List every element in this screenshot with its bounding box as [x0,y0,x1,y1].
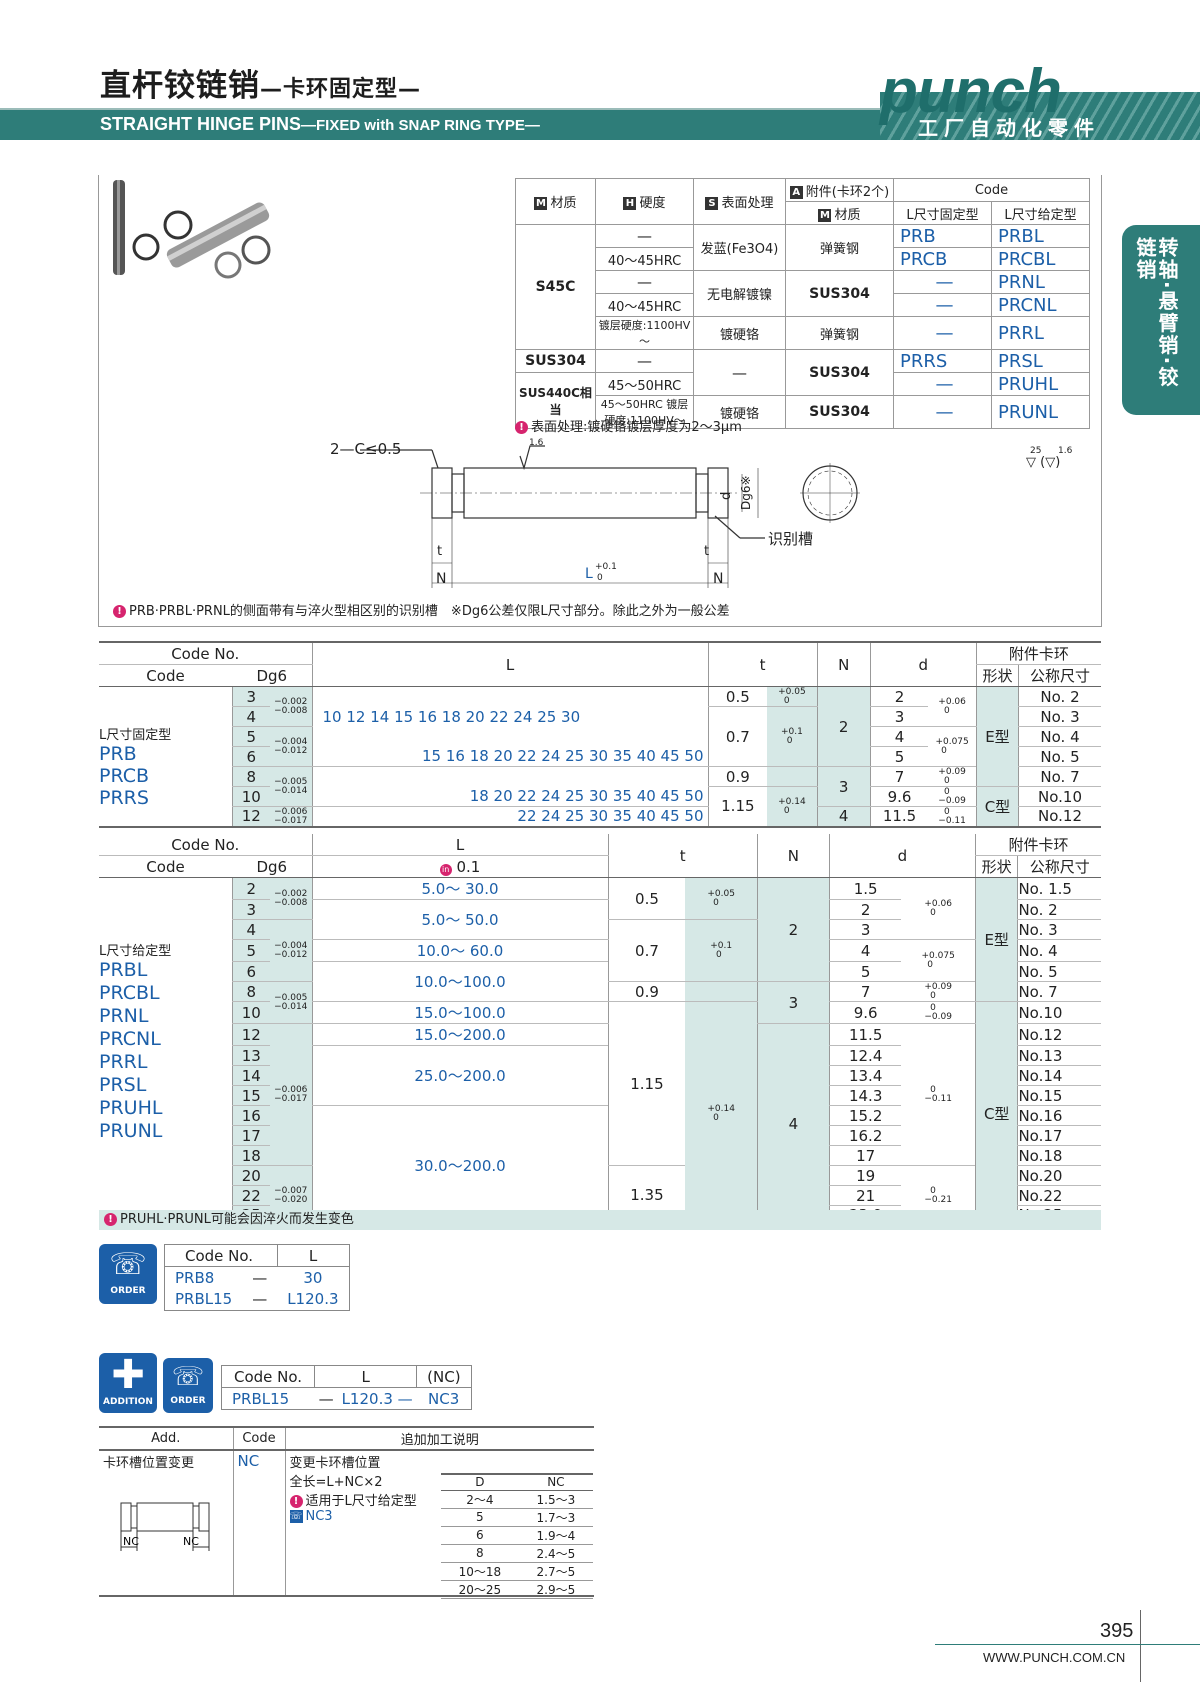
pin-drawing: 2—C≤0.5 1.6 d Dg6※ 识别槽 t t N N L +0.1 0 … [330,438,1073,588]
svg-text:1.6: 1.6 [1058,446,1073,456]
svg-text:▽ (▽): ▽ (▽) [1026,455,1060,470]
code-PRUNL[interactable]: PRUNL [991,395,1090,429]
order-icon-2: ☏ORDER [163,1358,213,1413]
svg-text:N: N [436,571,446,587]
product-photo [113,180,271,279]
code-PRB[interactable]: PRB [893,224,992,248]
svg-text:t: t [704,544,709,559]
fixed-length-table: Code No. L t N d 附件卡环 Code Dg6 形状 公称尺寸 L… [99,641,1101,828]
code-PRBL[interactable]: PRBL [991,224,1090,248]
english-title: STRAIGHT HINGE PINS—FIXED with SNAP RING… [100,114,540,134]
code-PRCNL[interactable]: PRCNL [991,293,1090,317]
code-PRCBL[interactable]: PRCBL [991,247,1090,271]
footer-url[interactable]: WWW.PUNCH.COM.CN [983,1650,1126,1665]
punch-logo: punch [880,57,1062,126]
svg-text:t: t [437,544,442,559]
addition-example: Code No.L(NC) PRBL15—L120.3 —NC3 [220,1365,472,1410]
side-tab[interactable]: 转轴·悬臂销·铰链销 [1122,225,1200,415]
svg-text:2—C≤0.5: 2—C≤0.5 [330,440,401,458]
surface-note: !表面处理:镀硬铬镀层厚度为2～3μm [515,416,742,435]
svg-text:识别槽: 识别槽 [768,530,813,548]
svg-text:Dg6※: Dg6※ [739,475,753,510]
drawing-note: !PRB·PRBL·PRNL的侧面带有与淬火型相区别的识别槽 ※Dg6公差仅限L… [113,600,730,619]
svg-text:N: N [713,571,723,587]
code-PRSL[interactable]: PRSL [991,349,1090,373]
code-PRUHL[interactable]: PRUHL [991,372,1090,396]
t2-note: !PRUHL·PRUNL可能会因淬火而发生变色 [99,1210,1101,1230]
code-PRNL[interactable]: PRNL [991,270,1090,294]
svg-text:L: L [585,566,593,582]
code-PRCB[interactable]: PRCB [893,247,992,271]
svg-text:0: 0 [597,573,603,583]
addition-icon: ✚ADDITION [99,1353,157,1413]
page-title: 直杆铰链销—卡环固定型— [100,68,422,104]
header-divider [0,108,1200,110]
svg-text:1.6: 1.6 [529,438,544,448]
code-PRRS[interactable]: PRRS [893,349,992,373]
svg-text:+0.1: +0.1 [595,562,617,572]
footer-vline [1140,1610,1141,1682]
order-example: Code No.L PRB8—30 PRBL15—L120.3 [164,1244,350,1311]
order-icon: ☏ORDER [99,1244,157,1304]
svg-text:NC: NC [123,1535,139,1548]
svg-text:25: 25 [1030,446,1041,456]
product-box [98,175,1102,627]
specified-length-table: Code No. L t N d 附件卡环 Code Dg6 in 0.1 形状… [99,834,1101,1227]
logo-stripes [880,92,1200,140]
page-number: 395 [1100,1620,1134,1642]
logo-tagline: 工厂自动化零件 [918,116,1100,140]
footer-line [935,1644,1200,1645]
svg-text:d: d [719,492,734,500]
code-PRRL[interactable]: PRRL [991,316,1090,350]
svg-text:NC: NC [183,1535,199,1548]
groove-drawing: NC NC [120,1502,210,1551]
